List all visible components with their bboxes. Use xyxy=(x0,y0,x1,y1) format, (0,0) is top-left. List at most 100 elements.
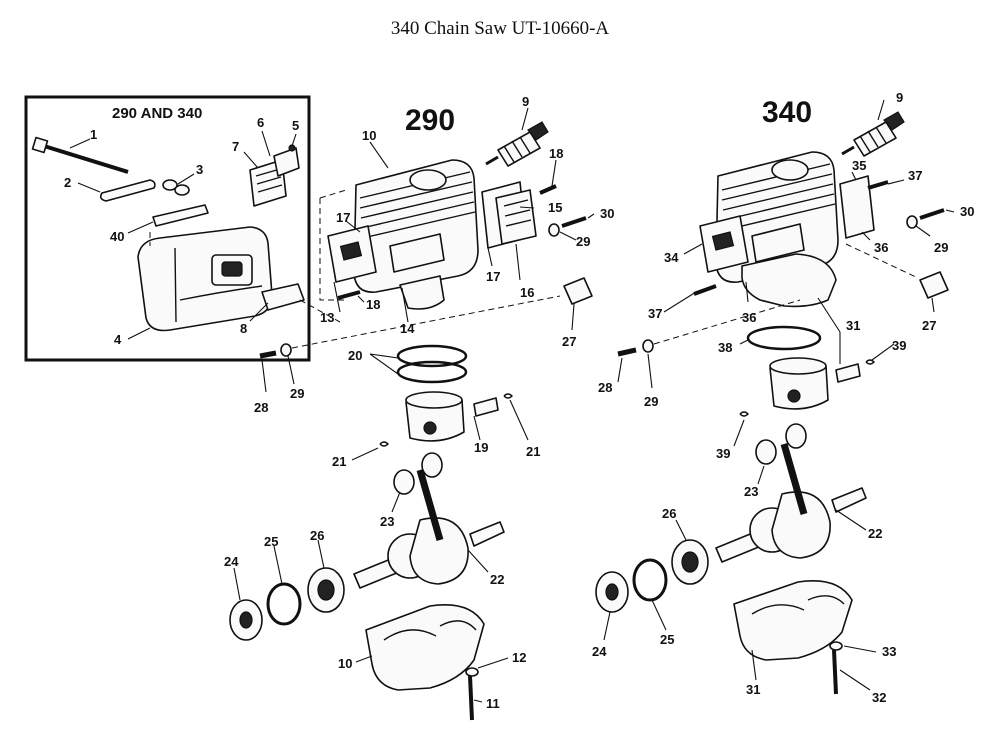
callout-R37b: 37 xyxy=(648,306,662,321)
washer-29-340 xyxy=(906,215,918,229)
callout-2: 2 xyxy=(64,175,71,190)
callout-R33: 33 xyxy=(882,644,896,659)
callout-L30: 30 xyxy=(600,206,614,221)
screen-cover xyxy=(273,147,300,177)
washer-29 xyxy=(548,223,560,237)
muffler-gasket-40 xyxy=(152,204,209,227)
screw-30 xyxy=(561,216,587,228)
piston-290 xyxy=(405,391,465,442)
callout-L25: 25 xyxy=(264,534,278,549)
washer-29-340-lower xyxy=(642,339,654,353)
callout-L12: 12 xyxy=(512,650,526,665)
callout-L13: 13 xyxy=(320,310,334,325)
callout-1: 1 xyxy=(90,127,97,142)
piston-pin-340 xyxy=(835,363,861,383)
bolt-32 xyxy=(832,649,838,695)
mount-27 xyxy=(563,277,593,305)
callout-L21b: 21 xyxy=(526,444,540,459)
callout-L20: 20 xyxy=(348,348,362,363)
circlip-39-left xyxy=(739,411,749,417)
circlip-39-right xyxy=(865,359,875,365)
callout-6: 6 xyxy=(257,115,264,130)
callout-8: 8 xyxy=(240,321,247,336)
callout-R36b: 36 xyxy=(742,310,756,325)
callout-R30: 30 xyxy=(960,204,974,219)
callout-R31a: 31 xyxy=(846,318,860,333)
callout-R39a: 39 xyxy=(892,338,906,353)
callout-L27: 27 xyxy=(562,334,576,349)
muffler-plate xyxy=(99,179,156,202)
needle-bearing-23 xyxy=(393,469,415,495)
piston-ring-340 xyxy=(746,325,822,351)
callout-L19: 19 xyxy=(474,440,488,455)
washer-12 xyxy=(465,667,479,677)
inset-panel: 290 AND 340 xyxy=(24,95,341,362)
callout-5: 5 xyxy=(292,118,299,133)
page-title: 340 Chain Saw UT-10660-A xyxy=(390,18,610,39)
assembly-340 xyxy=(595,99,955,695)
callout-L10b: 10 xyxy=(338,656,352,671)
callout-L17b: 17 xyxy=(486,269,500,284)
callout-R23: 23 xyxy=(744,484,758,499)
shim-25 xyxy=(266,582,302,626)
circlip-21-left xyxy=(379,441,389,447)
callout-L16: 16 xyxy=(520,285,534,300)
callout-R26: 26 xyxy=(662,506,676,521)
callout-L18b: 18 xyxy=(366,297,380,312)
callout-R37a: 37 xyxy=(908,168,922,183)
callout-R36a: 36 xyxy=(874,240,888,255)
screw-37-bottom xyxy=(693,284,717,296)
intake-spacer-340 xyxy=(839,175,875,239)
callout-R22: 22 xyxy=(868,526,882,541)
callout-L24: 24 xyxy=(224,554,239,569)
assembly-290 xyxy=(229,107,595,721)
muffler-flange-gasket xyxy=(261,283,305,311)
callout-R31b: 31 xyxy=(746,682,760,697)
crankcase-290 xyxy=(365,604,485,691)
callout-R38: 38 xyxy=(718,340,732,355)
needle-bearing-23-340 xyxy=(755,439,777,465)
spark-plug-340 xyxy=(841,111,905,157)
callout-L10: 10 xyxy=(362,128,376,143)
screw-30-340 xyxy=(919,208,945,220)
inset-border xyxy=(24,95,311,362)
callout-L22: 22 xyxy=(490,572,504,587)
callout-4: 4 xyxy=(114,332,122,347)
bolt-11 xyxy=(468,675,474,721)
callout-L11: 11 xyxy=(486,696,500,711)
callout-R32: 32 xyxy=(872,690,886,705)
muffler-body xyxy=(137,226,273,332)
callout-3: 3 xyxy=(196,162,203,177)
callout-L23: 23 xyxy=(380,514,394,529)
callout-R9: 9 xyxy=(896,90,903,105)
screw-18-bottom xyxy=(337,290,361,300)
callout-R29a: 29 xyxy=(934,240,948,255)
washer-29-lower xyxy=(280,343,292,357)
intake-spacer-290 xyxy=(495,189,537,245)
screw-37-top xyxy=(867,180,889,190)
bolt-28-340 xyxy=(617,347,637,357)
model-label-340: 340 xyxy=(762,96,812,129)
callout-L9: 9 xyxy=(522,94,529,109)
muffler-bolt xyxy=(31,136,129,174)
washer-33 xyxy=(829,641,843,651)
crankshaft-290 xyxy=(353,452,505,589)
callout-L14: 14 xyxy=(400,321,415,336)
piston-340 xyxy=(769,357,829,410)
muffler-nuts xyxy=(162,179,190,196)
callout-L21a: 21 xyxy=(332,454,346,469)
callout-R35: 35 xyxy=(852,158,866,173)
inset-title: 290 AND 340 xyxy=(112,105,202,122)
mount-27-340 xyxy=(919,271,949,299)
piston-pin-290 xyxy=(473,397,499,417)
callout-L29a: 29 xyxy=(576,234,590,249)
piston-rings-290 xyxy=(396,344,468,384)
circlip-21-right xyxy=(503,393,513,399)
callout-R24: 24 xyxy=(592,644,607,659)
screw-18-top xyxy=(539,184,557,195)
callout-R25: 25 xyxy=(660,632,674,647)
shim-25-340 xyxy=(632,558,668,602)
model-label-290: 290 xyxy=(405,104,455,137)
callout-R28: 28 xyxy=(598,380,612,395)
